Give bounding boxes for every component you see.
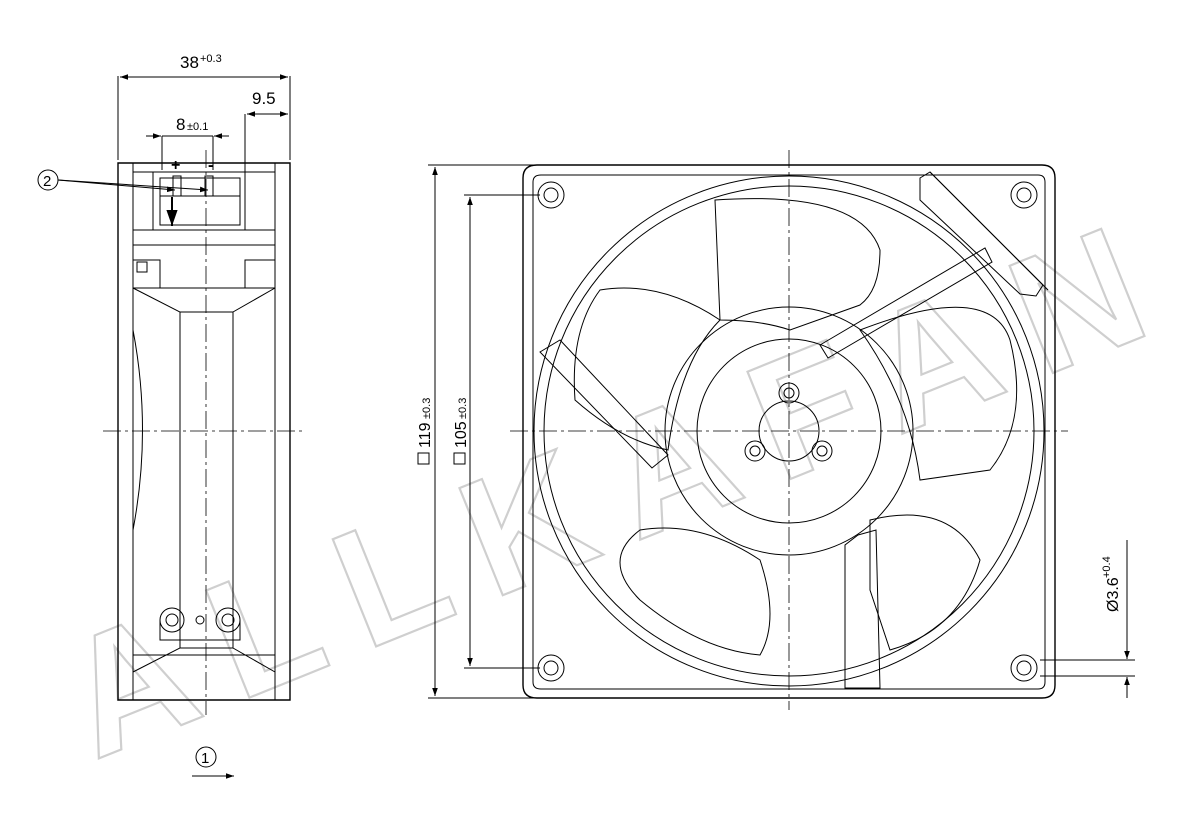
frame-size-tolerance: ±0.3 (421, 398, 433, 419)
hole-spacing-value: 105 (453, 421, 470, 448)
depth-tolerance: +0.3 (200, 53, 222, 65)
hole-spacing-tolerance: ±0.3 (457, 398, 469, 419)
mounting-hole-top-right (1010, 181, 1038, 209)
terminal-offset-value: 9.5 (252, 89, 276, 108)
terminal-callout: 2 (43, 173, 51, 190)
mounting-hole-bottom-left (537, 654, 565, 682)
terminal-minus-label: - (208, 157, 213, 174)
terminal-plus-label: + (171, 157, 180, 174)
front-view (510, 150, 1068, 710)
mounting-hole-bottom-right (1010, 654, 1038, 682)
front-dimensions: 119 ±0.3 105 ±0.3 Ø3.6 +0.4 (417, 164, 1135, 699)
side-view (103, 150, 302, 715)
hole-diameter-tolerance: +0.4 (1101, 556, 1113, 578)
hole-diameter-value: Ø3.6 (1105, 577, 1122, 612)
airflow-callout: 1 (201, 750, 209, 767)
square-symbol-holes (453, 452, 466, 465)
terminal-spacing-tolerance: ±0.1 (187, 121, 208, 133)
frame-size-value: 119 (417, 422, 434, 448)
watermark-text: ALLKAFAN (38, 178, 1200, 793)
side-dimensions: 38 +0.3 9.5 8 ±0.1 + - 2 1 (37, 53, 291, 779)
square-symbol-frame (417, 452, 430, 465)
terminal-spacing-value: 8 (176, 115, 185, 134)
mounting-hole-top-left (537, 181, 565, 209)
watermark: ALLKAFAN (37, 177, 1200, 795)
depth-value: 38 (180, 53, 199, 72)
